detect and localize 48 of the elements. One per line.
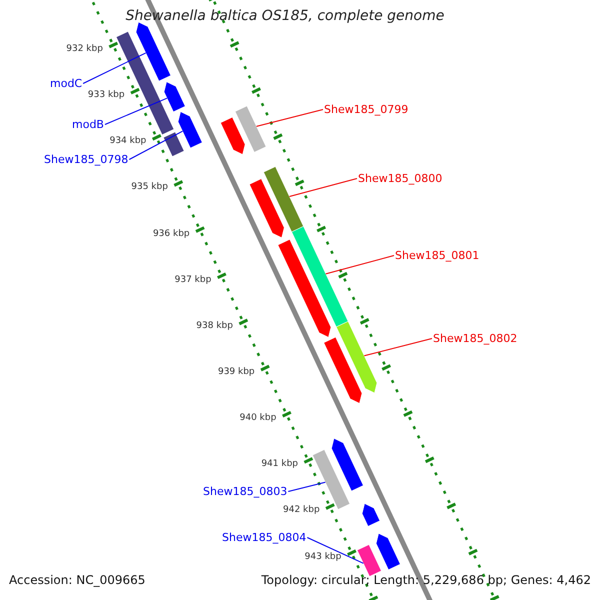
gene-bar [291,226,348,328]
scale-label: 943 kbp [304,552,342,562]
gene-block [362,503,380,527]
scale-label: 942 kbp [282,505,320,516]
scale-label: 935 kbp [130,182,168,192]
gene-block [376,533,400,570]
gene-bar [234,106,266,152]
gene-block [324,336,362,404]
footer-text: Topology: circular; Length: 5,229,686 bp; Genes: 4,462 [261,573,591,587]
gene-bar [263,166,304,232]
gene-label: Shew185_0801 [395,249,480,262]
scale-label: 937 kbp [174,274,212,285]
gene-block [278,239,332,338]
gene-bar [163,132,184,157]
gene-label: Shew185_0804 [222,531,306,544]
leader-line [82,52,146,84]
scale-label: 933 kbp [86,90,125,100]
scale-label: 940 kbp [238,413,276,424]
scale-label: 941 kbp [260,459,298,470]
scale-label: 939 kbp [216,366,255,377]
leader-line [306,537,364,564]
gene-label: Shew185_0799 [324,103,408,116]
scale-label: 934 kbp [108,136,146,146]
gene-label: Shew185_0798 [44,153,128,166]
map-title: Shewanella baltica OS185, complete genome [124,8,446,24]
gene-block [136,22,171,82]
gene-block [178,111,202,148]
leader-line [128,130,184,160]
gene-label: modC [50,77,82,90]
gene-label: Shew185_0802 [433,332,518,345]
leader-line [104,98,168,125]
leader-line [288,178,358,197]
leader-line [364,338,432,356]
gene-block [331,438,364,492]
gene-block [336,321,378,394]
gene-label: Shew185_0800 [358,172,442,185]
gene-block [164,82,186,112]
leader-line [288,482,326,492]
scale-label: 938 kbp [195,320,233,331]
gene-block [220,117,246,155]
gene-label: Shew185_0803 [203,485,288,498]
footer-text: Accession: NC_009665 [9,573,146,587]
leader-line [256,109,324,127]
scale-label: 932 kbp [65,44,103,54]
gene-label: modB [72,118,104,131]
leader-line [325,255,394,274]
gene-block [249,178,284,238]
scale-label: 936 kbp [152,228,190,238]
